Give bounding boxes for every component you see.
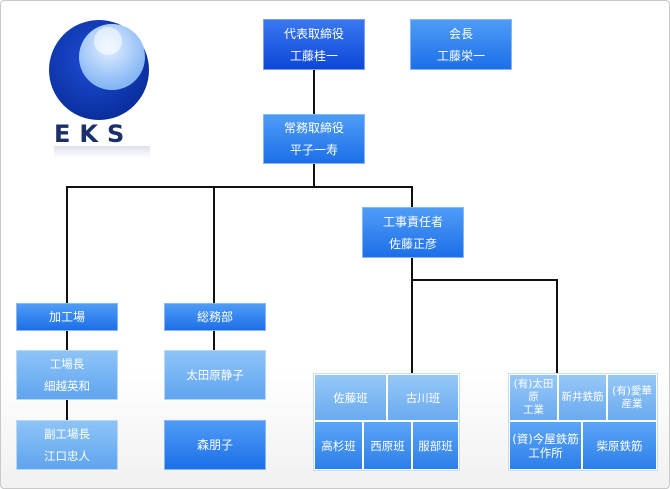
site-manager-name: 佐藤正彦 bbox=[388, 236, 437, 251]
general-affairs-label: 総務部 bbox=[196, 310, 233, 324]
logo-reflection bbox=[54, 146, 150, 158]
plant-manager-name: 細越英和 bbox=[44, 379, 90, 393]
managing-director-box: 常務取締役 平子一寿 bbox=[263, 114, 365, 164]
partner-name-line: (有)太田原 bbox=[513, 378, 554, 403]
partner-name-line: (資)今屋鉄筋 bbox=[512, 431, 579, 446]
chairman-name: 工藤栄一 bbox=[436, 48, 485, 63]
chairman-box: 会長 工藤栄一 bbox=[410, 19, 512, 70]
partner-name-line: 産業 bbox=[621, 397, 643, 410]
partner-cell: (資)今屋鉄筋 工作所 bbox=[510, 422, 581, 469]
president-name: 工藤桂一 bbox=[289, 48, 338, 63]
partner-name-line: 新井鉄筋 bbox=[561, 391, 604, 403]
site-manager-box: 工事責任者 佐藤正彦 bbox=[362, 207, 464, 258]
team-cell: 高杉班 bbox=[315, 422, 362, 469]
processing-plant-box: 加工場 bbox=[16, 303, 118, 331]
eks-logo bbox=[49, 20, 149, 120]
plant-manager-box: 工場長 細越英和 bbox=[16, 350, 118, 400]
managing-director-name: 平子一寿 bbox=[289, 143, 338, 157]
partner-name-line: 工業 bbox=[523, 404, 544, 416]
general-affairs-box: 総務部 bbox=[164, 303, 266, 331]
partner-name-line: 柴原鉄筋 bbox=[596, 438, 643, 453]
chairman-role: 会長 bbox=[448, 26, 473, 41]
managing-director-role: 常務取締役 bbox=[283, 121, 344, 135]
partner-cell: (有)太田原 工業 bbox=[510, 375, 557, 420]
general-affairs-member-box: 森朋子 bbox=[164, 420, 266, 470]
team-cell: 西原班 bbox=[364, 422, 411, 469]
general-affairs-member-name: 森朋子 bbox=[196, 438, 233, 452]
team-cell: 服部班 bbox=[413, 422, 458, 469]
logo-text: EKS bbox=[54, 120, 134, 148]
partner-cell: (有)愛華 産業 bbox=[608, 375, 656, 420]
general-affairs-member-box: 太田原静子 bbox=[164, 350, 266, 400]
partner-name-line: 工作所 bbox=[528, 445, 563, 460]
team-cell: 佐藤班 bbox=[315, 375, 386, 420]
partner-name-line: (有)愛華 bbox=[612, 384, 652, 397]
partner-cell: 新井鉄筋 bbox=[559, 375, 606, 420]
plant-deputy-role: 副工場長 bbox=[44, 427, 90, 441]
plant-deputy-box: 副工場長 江口忠人 bbox=[16, 420, 118, 470]
team-cell: 古川班 bbox=[388, 375, 458, 420]
plant-deputy-name: 江口忠人 bbox=[44, 449, 90, 463]
plant-manager-role: 工場長 bbox=[49, 357, 85, 371]
site-manager-role: 工事責任者 bbox=[382, 214, 443, 229]
general-affairs-member-name: 太田原静子 bbox=[186, 368, 244, 382]
president-role: 代表取締役 bbox=[283, 26, 344, 41]
partner-cell: 柴原鉄筋 bbox=[583, 422, 656, 469]
president-box: 代表取締役 工藤桂一 bbox=[263, 19, 365, 70]
processing-plant-label: 加工場 bbox=[48, 310, 85, 324]
